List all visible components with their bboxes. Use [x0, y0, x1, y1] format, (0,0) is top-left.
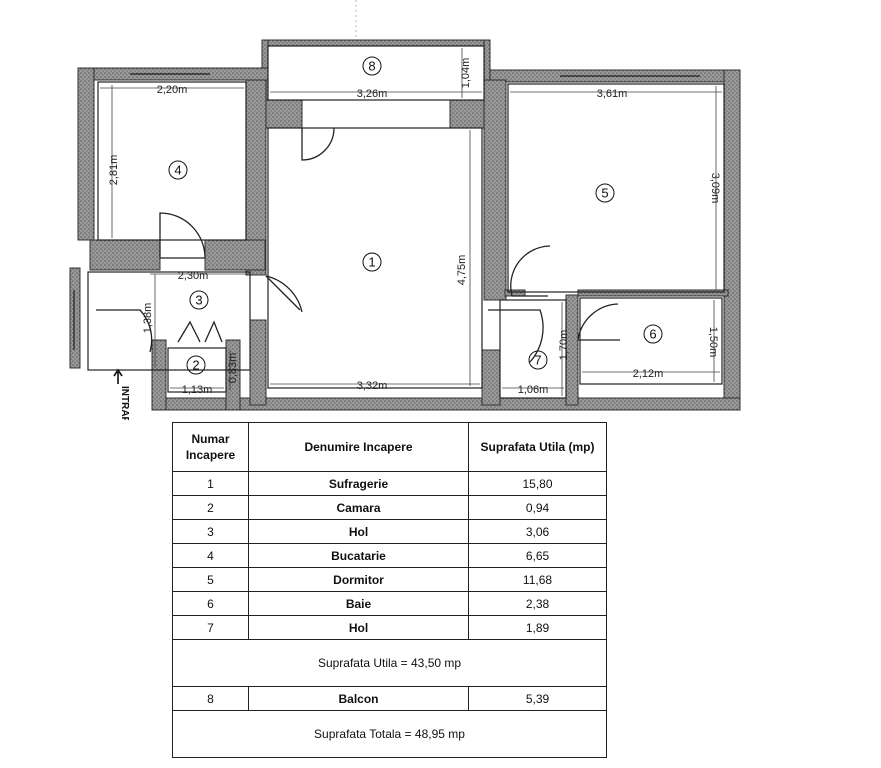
dim-hall7-width: 1,06m	[518, 384, 549, 396]
row-area: 6,65	[468, 543, 607, 568]
dim-bath-width: 2,12m	[633, 368, 664, 380]
room-number-7: 7	[534, 353, 541, 368]
row-number: 1	[172, 471, 249, 496]
table-header-row: Numar Incapere Denumire Incapere Suprafa…	[172, 422, 607, 472]
dim-balcony-depth: 1,04m	[460, 58, 472, 89]
dim-storage-depth: 0,83m	[227, 353, 239, 384]
room-number-5: 5	[601, 186, 608, 201]
dim-living-depth: 4,75m	[456, 255, 468, 286]
row-area: 3,06	[468, 519, 607, 544]
walls	[69, 39, 741, 411]
row-number: 7	[172, 615, 249, 640]
room-number-1: 1	[368, 255, 375, 270]
room-number-2: 2	[192, 358, 199, 373]
dim-hall-width: 2,30m	[178, 270, 209, 282]
useful-total-row: Suprafata Utila = 43,50 mp	[172, 639, 607, 687]
dimension-lines	[100, 48, 722, 396]
dim-bedroom-width: 3,61m	[597, 88, 628, 100]
row-area: 0,94	[468, 495, 607, 520]
header-number: Numar Incapere	[172, 422, 249, 472]
row-name: Sufragerie	[248, 471, 469, 496]
room-number-markers: 8 4 1 5 3 2 6 7	[168, 56, 663, 375]
header-area: Suprafata Utila (mp)	[468, 422, 607, 472]
entrance-label: INTRARE	[119, 386, 130, 420]
row-name: Baie	[248, 591, 469, 616]
dimension-labels: 3,26m 1,04m 2,20m 2,81m 3,61m 3,09m 4,75…	[108, 58, 721, 396]
row-name: Hol	[248, 519, 469, 544]
dim-kitchen-depth: 2,81m	[108, 155, 120, 186]
header-name: Denumire Incapere	[248, 422, 469, 472]
room-area-table: Numar Incapere Denumire Incapere Suprafa…	[172, 422, 607, 758]
dim-kitchen-width: 2,20m	[157, 84, 188, 96]
table-row: 2 Camara 0,94	[172, 495, 607, 520]
room-number-3: 3	[195, 293, 202, 308]
table-row: 6 Baie 2,38	[172, 591, 607, 616]
dim-bath-depth: 1,50m	[707, 327, 719, 358]
row-number: 8	[172, 686, 249, 711]
floor-plan: 8 4 1 5 3 2 6 7 3,26m 1,0	[69, 0, 741, 420]
row-area: 5,39	[468, 686, 607, 711]
table-row: 7 Hol 1,89	[172, 615, 607, 640]
doors	[96, 127, 620, 363]
room-number-4: 4	[174, 163, 181, 178]
row-number: 2	[172, 495, 249, 520]
entrance-arrow-icon	[113, 368, 123, 384]
dim-bedroom-depth: 3,09m	[709, 173, 721, 204]
row-area: 15,80	[468, 471, 607, 496]
dim-balcony-width: 3,26m	[357, 88, 388, 100]
row-area: 1,89	[468, 615, 607, 640]
grand-total: Suprafata Totala = 48,95 mp	[172, 710, 607, 758]
grand-total-row: Suprafata Totala = 48,95 mp	[172, 710, 607, 758]
dim-hall-depth: 1,38m	[142, 303, 154, 334]
row-name: Bucatarie	[248, 543, 469, 568]
row-area: 11,68	[468, 567, 607, 592]
dim-hall7-depth: 1,70m	[558, 330, 570, 361]
table-row: 8 Balcon 5,39	[172, 686, 607, 711]
table-row: 1 Sufragerie 15,80	[172, 471, 607, 496]
room-outlines	[73, 45, 725, 399]
row-number: 3	[172, 519, 249, 544]
room-number-8: 8	[368, 59, 375, 74]
useful-total: Suprafata Utila = 43,50 mp	[172, 639, 607, 687]
table-row: 3 Hol 3,06	[172, 519, 607, 544]
row-number: 4	[172, 543, 249, 568]
row-name: Camara	[248, 495, 469, 520]
row-name: Dormitor	[248, 567, 469, 592]
room-number-6: 6	[649, 327, 656, 342]
dim-storage-width: 1,13m	[182, 384, 213, 396]
row-number: 6	[172, 591, 249, 616]
row-area: 2,38	[468, 591, 607, 616]
dim-living-width: 3,32m	[357, 380, 388, 392]
table-row: 4 Bucatarie 6,65	[172, 543, 607, 568]
row-number: 5	[172, 567, 249, 592]
row-name: Hol	[248, 615, 469, 640]
table-row: 5 Dormitor 11,68	[172, 567, 607, 592]
row-name: Balcon	[248, 686, 469, 711]
entrance-marker: INTRARE	[113, 368, 130, 420]
